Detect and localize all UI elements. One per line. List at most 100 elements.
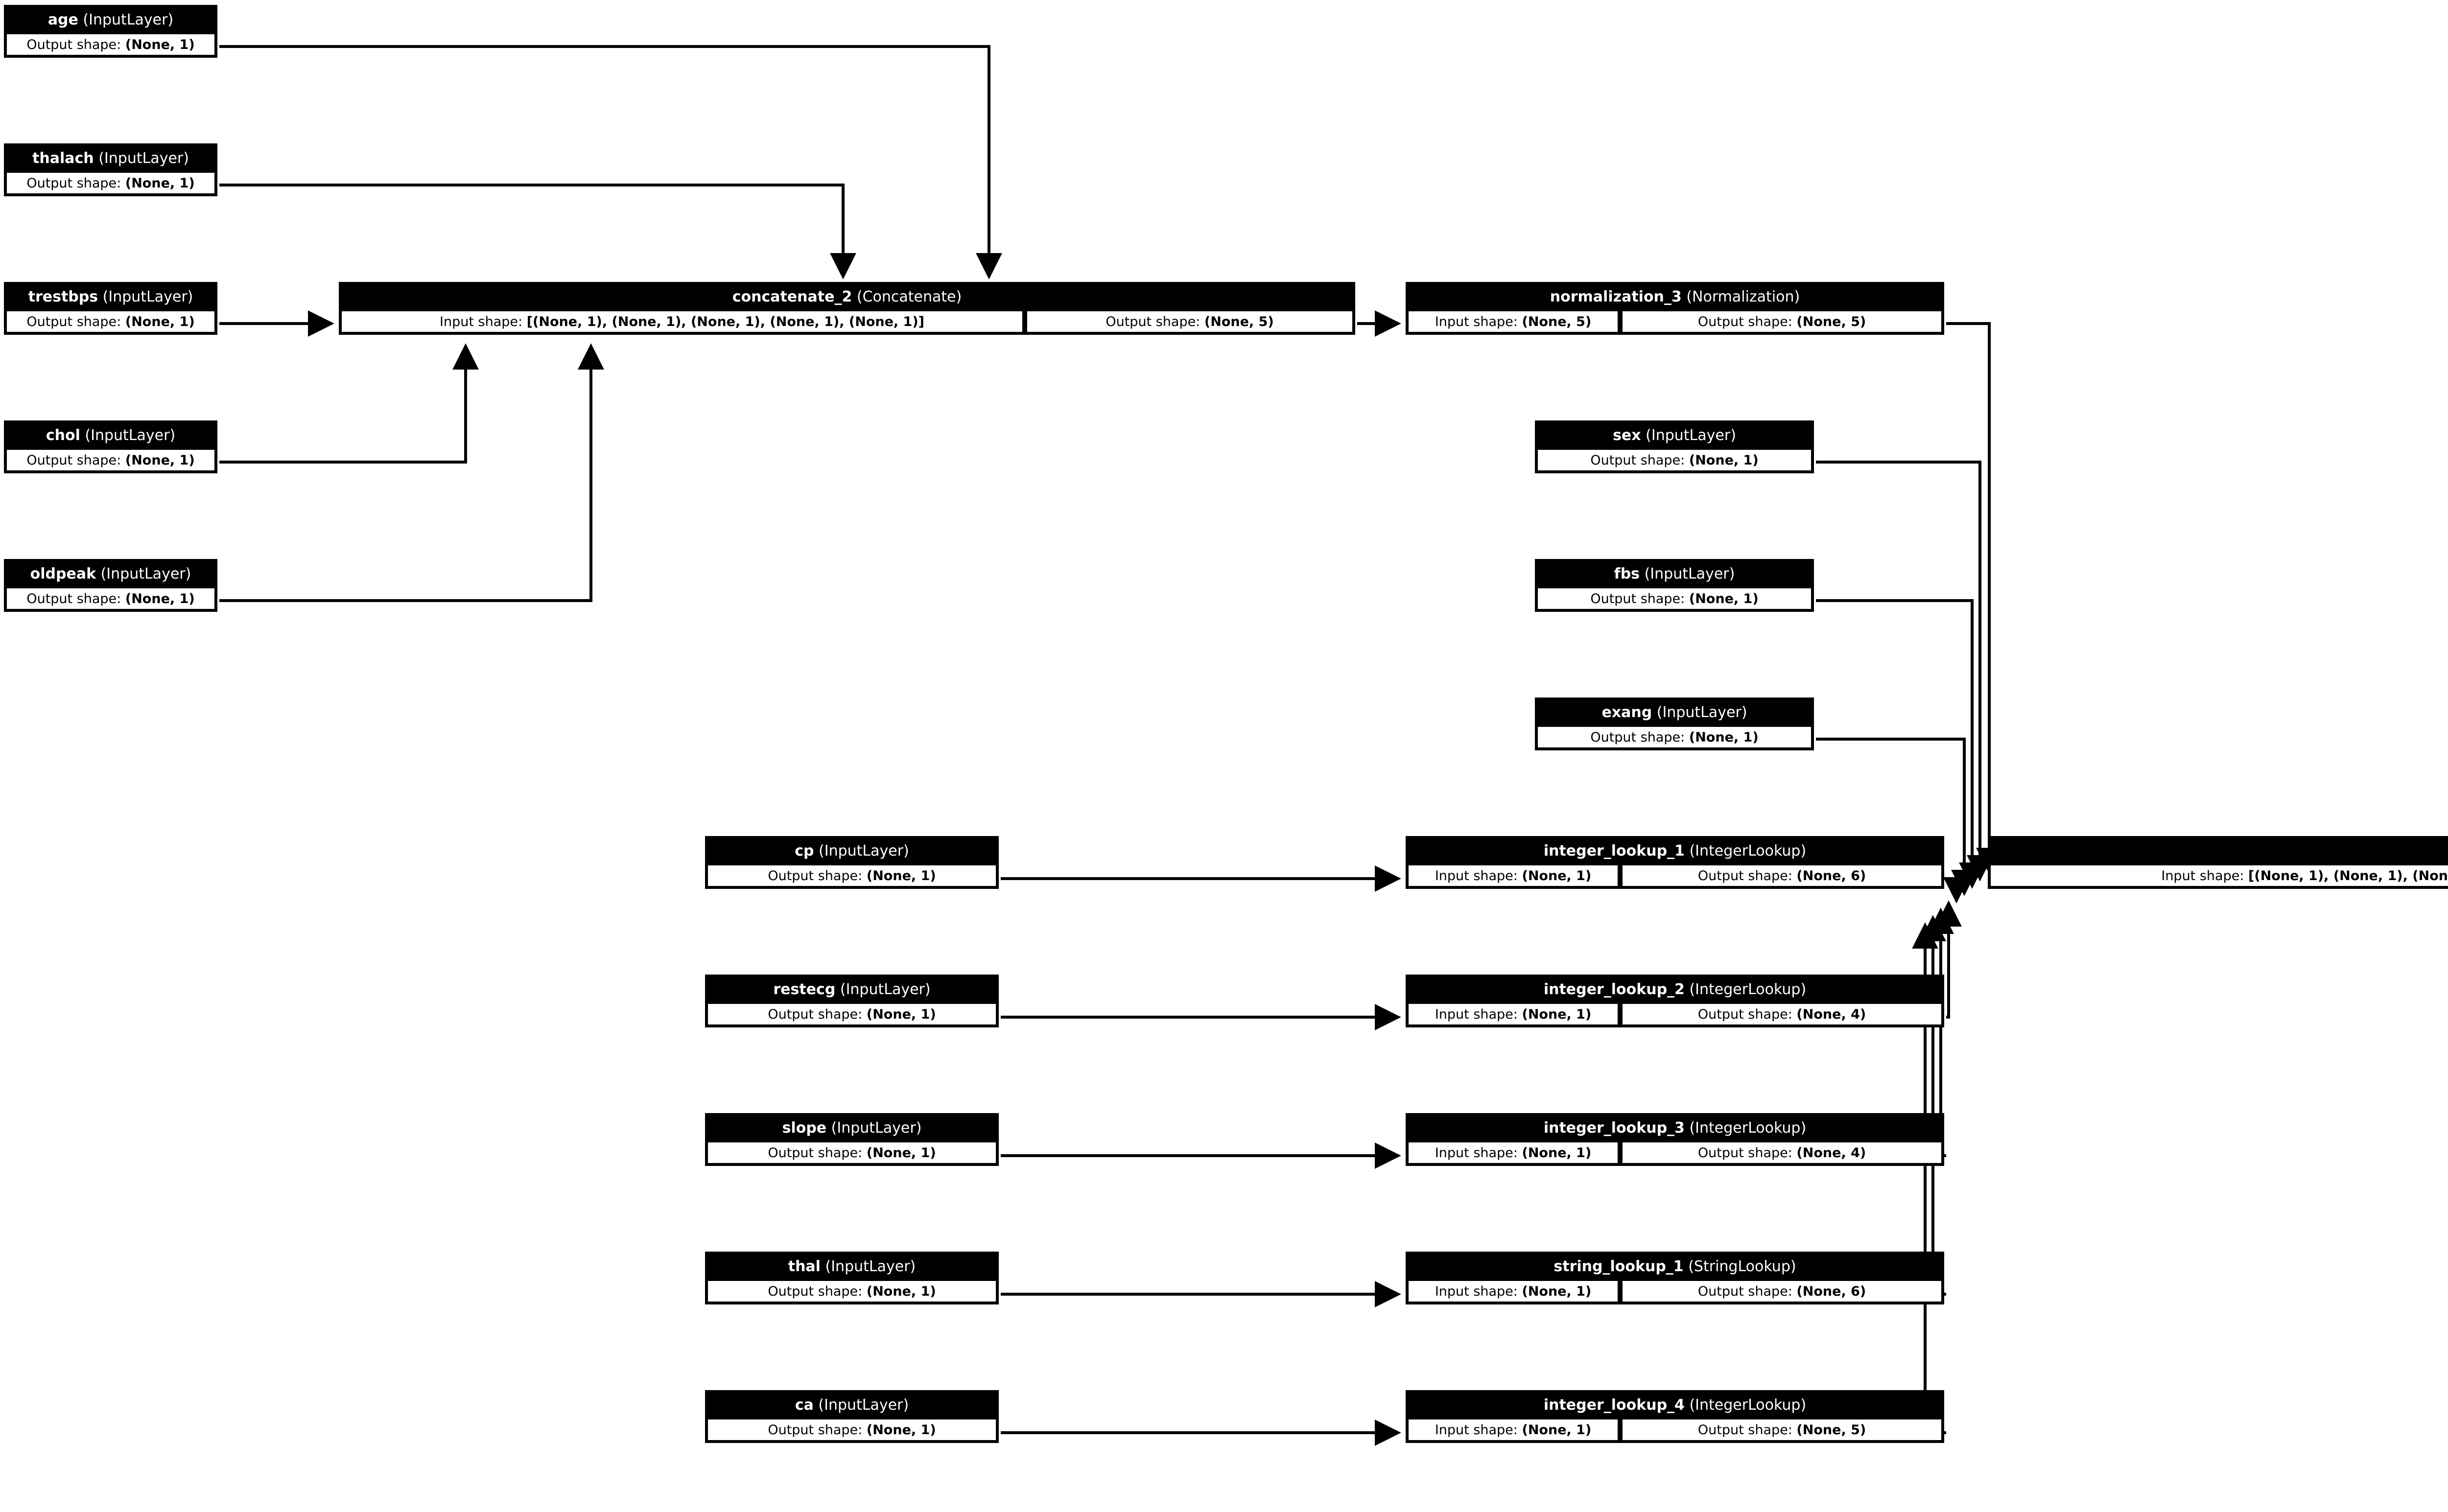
layer-shape-fields: Output shape: (None, 1) <box>6 587 215 610</box>
layer-name: normalization_3 <box>1550 288 1682 305</box>
shape-value: [(None, 1), (None, 1), (None, 1), (None,… <box>526 314 925 329</box>
layer-name: concatenate_2 <box>732 288 852 305</box>
shape-prefix: Output shape: <box>1590 591 1689 606</box>
layer-node-string_lookup_1[interactable]: string_lookup_1 (StringLookup)Input shap… <box>1406 1252 1944 1304</box>
shape-value: (None, 1) <box>125 175 195 191</box>
output-shape-integer_lookup_4: Output shape: (None, 5) <box>1622 1419 1942 1441</box>
shape-prefix: Output shape: <box>768 1006 867 1022</box>
layer-title-sex: sex (InputLayer) <box>1537 422 1812 449</box>
layer-node-thal[interactable]: thal (InputLayer)Output shape: (None, 1) <box>705 1252 999 1304</box>
layer-class: (InputLayer) <box>813 1396 909 1414</box>
layer-title-thalach: thalach (InputLayer) <box>6 145 215 172</box>
input-shape-string_lookup_1: Input shape: (None, 1) <box>1408 1280 1619 1303</box>
shape-prefix: Output shape: <box>26 175 125 191</box>
output-shape-concatenate_2: Output shape: (None, 5) <box>1026 310 1353 333</box>
layer-node-integer_lookup_4[interactable]: integer_lookup_4 (IntegerLookup)Input sh… <box>1406 1390 1944 1443</box>
shape-value: (None, 1) <box>866 1006 936 1022</box>
layer-node-slope[interactable]: slope (InputLayer)Output shape: (None, 1… <box>705 1113 999 1166</box>
layer-shape-fields: Output shape: (None, 1) <box>6 172 215 194</box>
layer-title-fbs: fbs (InputLayer) <box>1537 561 1812 587</box>
layer-class: (InputLayer) <box>1652 704 1747 721</box>
input-shape-integer_lookup_3: Input shape: (None, 1) <box>1408 1141 1619 1164</box>
layer-title-normalization_3: normalization_3 (Normalization) <box>1408 284 1942 310</box>
shape-prefix: Input shape: <box>1435 1422 1522 1438</box>
layer-name: integer_lookup_1 <box>1543 842 1685 860</box>
shape-value: (None, 6) <box>1796 868 1866 884</box>
layer-node-ca[interactable]: ca (InputLayer)Output shape: (None, 1) <box>705 1390 999 1443</box>
shape-prefix: Output shape: <box>1697 1283 1797 1299</box>
output-shape-restecg: Output shape: (None, 1) <box>707 1003 997 1025</box>
layer-title-integer_lookup_1: integer_lookup_1 (IntegerLookup) <box>1408 838 1942 864</box>
shape-prefix: Input shape: <box>1435 1006 1522 1022</box>
input-shape-normalization_3: Input shape: (None, 5) <box>1408 310 1619 333</box>
shape-prefix: Input shape: <box>440 314 527 329</box>
edge-oldpeak-to-concatenate_2 <box>219 343 604 602</box>
layer-name: exang <box>1601 704 1652 721</box>
layer-shape-fields: Input shape: (None, 1)Output shape: (Non… <box>1408 1003 1942 1025</box>
layer-class: (Normalization) <box>1681 288 1800 305</box>
layer-title-chol: chol (InputLayer) <box>6 422 215 449</box>
layer-title-integer_lookup_3: integer_lookup_3 (IntegerLookup) <box>1408 1115 1942 1141</box>
layer-node-oldpeak[interactable]: oldpeak (InputLayer)Output shape: (None,… <box>4 559 217 612</box>
layer-title-string_lookup_1: string_lookup_1 (StringLookup) <box>1408 1254 1942 1280</box>
shape-value: (None, 6) <box>1796 1283 1866 1299</box>
layer-node-restecg[interactable]: restecg (InputLayer)Output shape: (None,… <box>705 975 999 1027</box>
output-shape-thalach: Output shape: (None, 1) <box>6 172 215 194</box>
layer-node-normalization_3[interactable]: normalization_3 (Normalization)Input sha… <box>1406 282 1944 335</box>
edge-thalach-to-concatenate_2 <box>219 184 856 279</box>
output-shape-integer_lookup_3: Output shape: (None, 4) <box>1622 1141 1942 1164</box>
input-shape-integer_lookup_2: Input shape: (None, 1) <box>1408 1003 1619 1025</box>
layer-node-concatenate_3[interactable]: concatenate_3 (Concatenate)Input shape: … <box>1988 836 2448 889</box>
shape-value: (None, 1) <box>1522 1006 1592 1022</box>
edge-integer_lookup_1-to-concatenate_3 <box>1943 877 1970 904</box>
layer-node-integer_lookup_1[interactable]: integer_lookup_1 (IntegerLookup)Input sh… <box>1406 836 1944 889</box>
layer-title-concatenate_2: concatenate_2 (Concatenate) <box>341 284 1353 310</box>
layer-name: thalach <box>32 150 94 167</box>
layer-title-exang: exang (InputLayer) <box>1537 699 1812 726</box>
shape-value: (None, 5) <box>1204 314 1274 329</box>
layer-node-thalach[interactable]: thalach (InputLayer)Output shape: (None,… <box>4 143 217 196</box>
layer-title-integer_lookup_2: integer_lookup_2 (IntegerLookup) <box>1408 977 1942 1003</box>
layer-node-sex[interactable]: sex (InputLayer)Output shape: (None, 1) <box>1535 420 1814 473</box>
layer-node-exang[interactable]: exang (InputLayer)Output shape: (None, 1… <box>1535 698 1814 750</box>
layer-class: (InputLayer) <box>96 565 191 582</box>
layer-node-cp[interactable]: cp (InputLayer)Output shape: (None, 1) <box>705 836 999 889</box>
layer-name: trestbps <box>28 288 98 305</box>
output-shape-normalization_3: Output shape: (None, 5) <box>1622 310 1942 333</box>
input-shape-concatenate_3: Input shape: [(None, 1), (None, 1), (Non… <box>1990 864 2448 887</box>
output-shape-chol: Output shape: (None, 1) <box>6 449 215 471</box>
layer-node-integer_lookup_2[interactable]: integer_lookup_2 (IntegerLookup)Input sh… <box>1406 975 1944 1027</box>
layer-node-age[interactable]: age (InputLayer)Output shape: (None, 1) <box>4 5 217 58</box>
layer-shape-fields: Output shape: (None, 1) <box>1537 587 1812 610</box>
layer-node-integer_lookup_3[interactable]: integer_lookup_3 (IntegerLookup)Input sh… <box>1406 1113 1944 1166</box>
layer-class: (InputLayer) <box>98 288 193 305</box>
input-shape-integer_lookup_1: Input shape: (None, 1) <box>1408 864 1619 887</box>
layer-class: (InputLayer) <box>820 1258 916 1275</box>
shape-value: (None, 4) <box>1796 1145 1866 1161</box>
layer-shape-fields: Output shape: (None, 1) <box>707 1003 997 1025</box>
edge-sex-to-concatenate_3 <box>1816 461 1993 882</box>
layer-node-concatenate_2[interactable]: concatenate_2 (Concatenate)Input shape: … <box>339 282 1355 335</box>
layer-name: age <box>47 11 78 28</box>
layer-name: restecg <box>773 981 836 998</box>
layer-name: integer_lookup_3 <box>1543 1119 1685 1137</box>
shape-prefix: Output shape: <box>26 314 125 329</box>
shape-prefix: Input shape: <box>1435 314 1522 329</box>
layer-shape-fields: Output shape: (None, 1) <box>707 1419 997 1441</box>
layer-node-fbs[interactable]: fbs (InputLayer)Output shape: (None, 1) <box>1535 559 1814 612</box>
output-shape-age: Output shape: (None, 1) <box>6 33 215 56</box>
layer-title-cp: cp (InputLayer) <box>707 838 997 864</box>
layer-shape-fields: Output shape: (None, 1) <box>707 1141 997 1164</box>
shape-value: (None, 1) <box>1522 868 1592 884</box>
layer-shape-fields: Input shape: [(None, 1), (None, 1), (Non… <box>1990 864 2448 887</box>
shape-value: (None, 5) <box>1796 1422 1866 1438</box>
layer-node-trestbps[interactable]: trestbps (InputLayer)Output shape: (None… <box>4 282 217 335</box>
output-shape-integer_lookup_1: Output shape: (None, 6) <box>1622 864 1942 887</box>
output-shape-fbs: Output shape: (None, 1) <box>1537 587 1812 610</box>
shape-prefix: Output shape: <box>1590 729 1689 745</box>
shape-value: (None, 5) <box>1522 314 1592 329</box>
shape-prefix: Input shape: <box>1435 1145 1522 1161</box>
layer-node-chol[interactable]: chol (InputLayer)Output shape: (None, 1) <box>4 420 217 473</box>
layer-shape-fields: Output shape: (None, 1) <box>1537 449 1812 471</box>
output-shape-thal: Output shape: (None, 1) <box>707 1280 997 1303</box>
